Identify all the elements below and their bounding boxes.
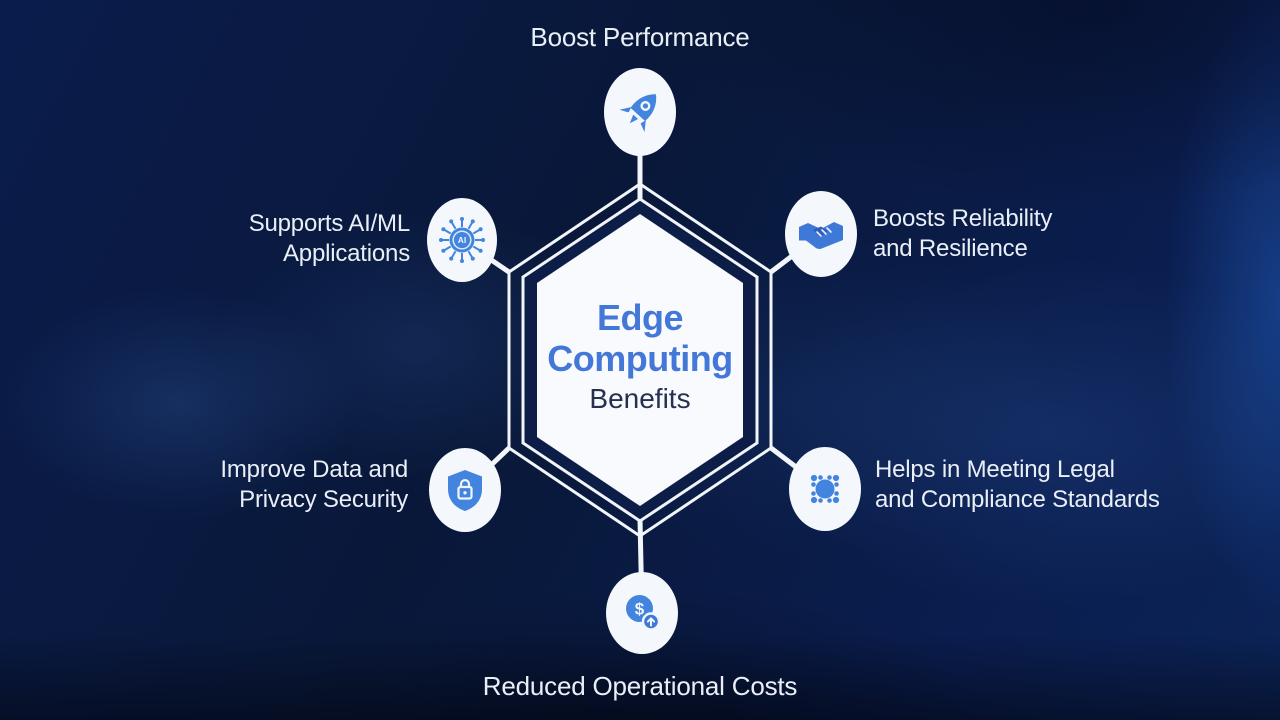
label-legal-compliance-line2: and Compliance Standards [875,486,1160,513]
arrow-up-icon [646,617,656,627]
label-improve-privacy: Improve Data and Privacy Security [148,455,408,515]
hexagon-center-panel [537,214,743,506]
label-legal-compliance-line1: Helps in Meeting Legal [875,456,1115,483]
ai-chip-icon: AI [439,217,485,263]
network-nodes-icon [810,474,840,504]
ai-chip-label: AI [458,235,467,245]
center-title: Edge Computing Benefits [515,297,765,415]
label-supports-aiml-line1: Supports AI/ML [248,210,410,237]
label-boosts-reliability: Boosts Reliability and Resilience [873,204,1153,264]
ai-chip-traces [442,220,482,260]
ai-chip-trace-dots [439,217,485,263]
label-boost-performance: Boost Performance [530,22,750,52]
label-reduced-costs: Reduced Operational Costs [482,671,798,701]
title-line-2: Computing [547,338,733,379]
label-supports-aiml-line2: Applications [282,240,410,267]
title-line-1: Edge [596,297,684,338]
label-improve-privacy-line2: Privacy Security [239,486,408,513]
shield-lock-icon [448,470,482,511]
title-subtitle: Benefits [589,383,691,414]
label-improve-privacy-line1: Improve Data and [220,456,408,483]
hexagon-outer-outline [507,182,773,538]
label-supports-aiml: Supports AI/ML Applications [150,209,410,269]
label-boosts-reliability-line1: Boosts Reliability [873,205,1053,232]
handshake-icon [799,222,843,249]
label-legal-compliance: Helps in Meeting Legal and Compliance St… [875,455,1175,515]
label-boosts-reliability-line2: and Resilience [873,235,1028,262]
dollar-symbol: $ [635,600,645,619]
dollar-coin-icon: $ [626,595,661,631]
rocket-icon [619,94,657,133]
